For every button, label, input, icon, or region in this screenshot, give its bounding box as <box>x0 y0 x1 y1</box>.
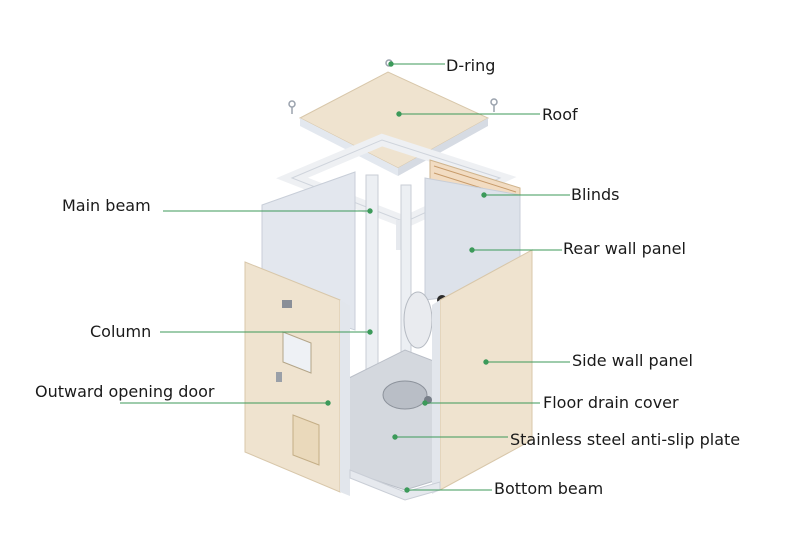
label-floor-drain-cover: Floor drain cover <box>543 393 679 412</box>
label-bottom-beam: Bottom beam <box>494 479 604 498</box>
label-blinds: Blinds <box>571 185 620 204</box>
label-stainless-steel-plate: Stainless steel anti-slip plate <box>510 430 741 449</box>
door-shape <box>244 261 350 496</box>
label-rear-wall-panel: Rear wall panel <box>563 239 686 258</box>
label-d-ring: D-ring <box>446 56 496 75</box>
label-side-wall-panel: Side wall panel <box>572 351 693 370</box>
label-roof: Roof <box>542 105 578 124</box>
label-outward-opening-door: Outward opening door <box>35 382 215 401</box>
leader-lines <box>120 61 570 493</box>
label-main-beam: Main beam <box>62 196 151 215</box>
label-column: Column <box>90 322 152 341</box>
side-wall-shape <box>432 249 533 494</box>
roof-shape <box>298 71 490 176</box>
